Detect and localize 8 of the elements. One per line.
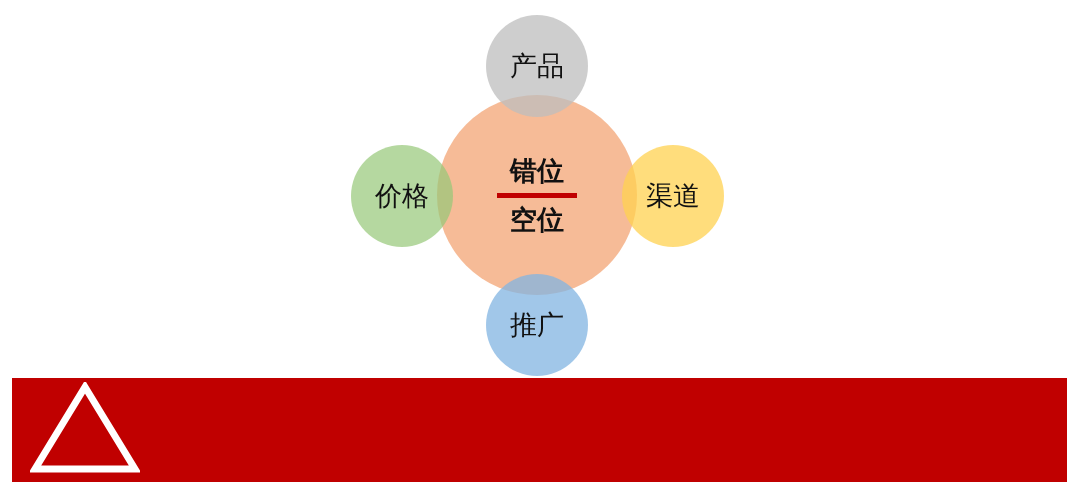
- circle-label: 渠道: [646, 179, 700, 213]
- circle-label: 价格: [375, 179, 429, 213]
- center-label: 错位: [510, 153, 564, 188]
- banner-bar: [12, 378, 1067, 482]
- circle-label: 产品: [510, 49, 564, 83]
- center-label: 空位: [510, 202, 564, 237]
- triangle-icon: [30, 382, 140, 474]
- circle-label: 推广: [510, 308, 564, 342]
